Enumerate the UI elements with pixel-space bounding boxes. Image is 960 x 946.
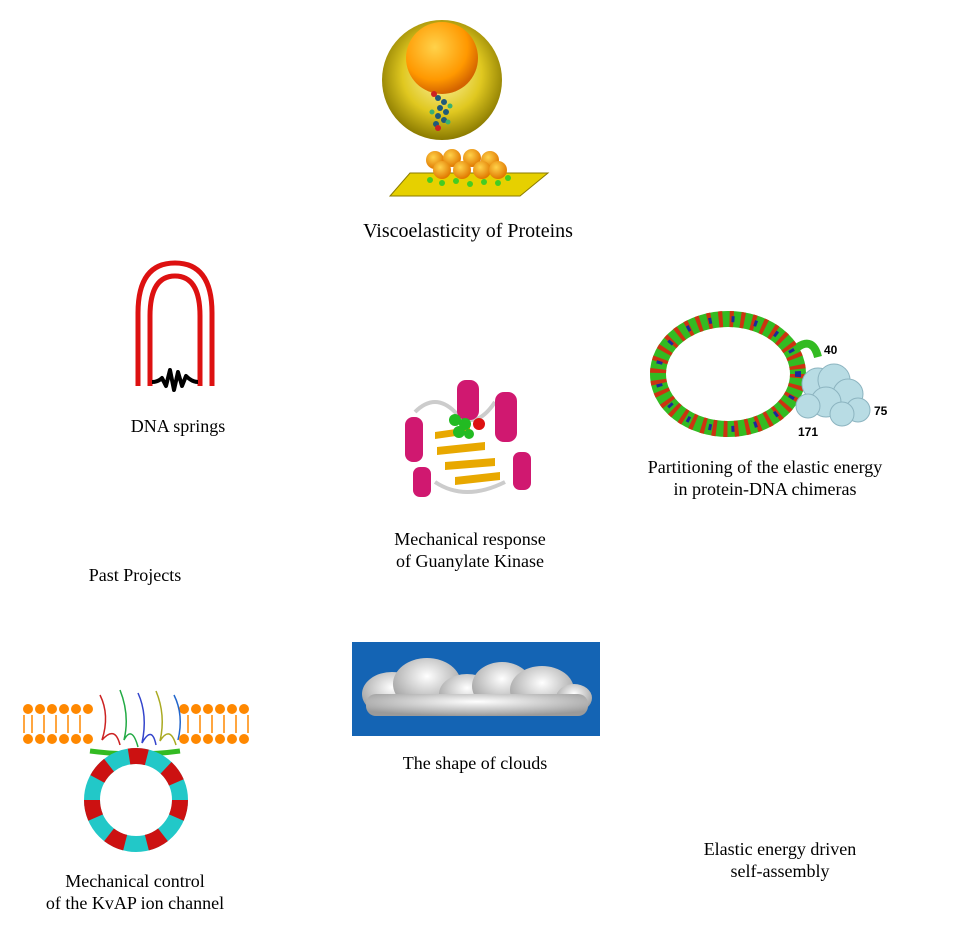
guanylate-label[interactable]: Mechanical response of Guanylate Kinase (360, 528, 580, 572)
kvap-image[interactable] (20, 685, 252, 853)
dna-springs-label[interactable]: DNA springs (108, 415, 248, 437)
self-assembly-line2[interactable]: self-assembly (730, 861, 830, 881)
clouds-link[interactable]: The shape of clouds (402, 753, 548, 773)
viscoelasticity-label[interactable]: Viscoelasticity of Proteins (338, 220, 598, 242)
clouds-label[interactable]: The shape of clouds (370, 752, 580, 774)
dna-springs-link[interactable]: DNA springs (130, 416, 226, 436)
kvap-line1[interactable]: Mechanical control (65, 871, 205, 891)
guanylate-line1[interactable]: Mechanical response (394, 529, 546, 549)
partitioning-image[interactable]: 40 75 171 (648, 302, 898, 450)
self-assembly-label[interactable]: Elastic energy driven self-assembly (670, 838, 890, 882)
partitioning-line2[interactable]: in protein-DNA chimeras (673, 479, 857, 499)
label-171: 171 (798, 425, 818, 439)
label-40: 40 (824, 343, 838, 357)
partitioning-label[interactable]: Partitioning of the elastic energy in pr… (620, 456, 910, 500)
viscoelasticity-image[interactable] (380, 18, 555, 203)
guanylate-line2[interactable]: of Guanylate Kinase (396, 551, 544, 571)
viscoelasticity-link[interactable]: Viscoelasticity of Proteins (363, 220, 573, 242)
kvap-line2[interactable]: of the KvAP ion channel (45, 893, 225, 913)
past-projects-label[interactable]: Past Projects (60, 564, 210, 586)
kvap-label[interactable]: Mechanical control of the KvAP ion chann… (30, 870, 240, 914)
clouds-image[interactable] (352, 642, 600, 736)
guanylate-image[interactable] (395, 372, 545, 512)
dna-springs-image[interactable] (130, 258, 220, 393)
label-75: 75 (874, 404, 888, 418)
past-projects-link[interactable]: Past Projects (88, 565, 182, 585)
self-assembly-line1[interactable]: Elastic energy driven (703, 839, 857, 859)
partitioning-line1[interactable]: Partitioning of the elastic energy (647, 457, 883, 477)
